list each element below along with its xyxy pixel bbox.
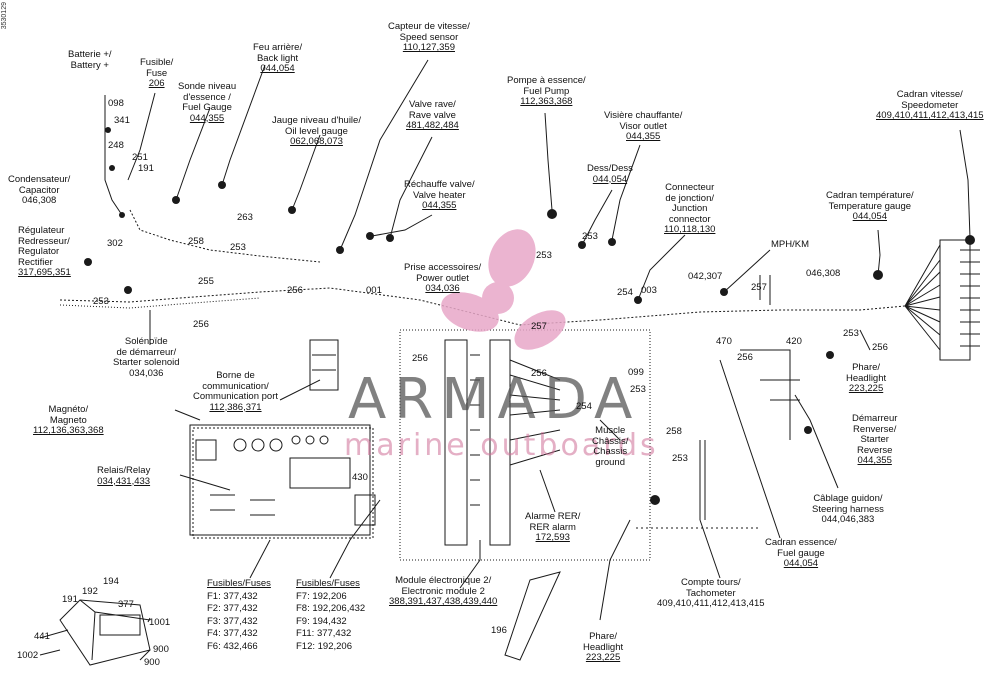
fuse-row: F7: 192,206: [296, 590, 347, 602]
wire-number: 258: [188, 236, 204, 247]
wire-number: 253: [843, 328, 859, 339]
fuse-table-right: Fusibles/Fuses F7: 192,206 F8: 192,206,4…: [296, 578, 366, 652]
fuse-row: F2: 377,432: [207, 603, 258, 614]
battery-label: Batterie +/Battery +: [68, 49, 112, 71]
fuse-row: F9: 194,432: [296, 615, 347, 627]
fuse-table-left: Fusibles/Fuses F1: 377,432 F2: 377,432 F…: [207, 578, 271, 652]
brand-logo-icon: [441, 229, 566, 350]
fuse-row: F6: 432,466: [207, 640, 258, 652]
wire-number: 046,308: [806, 268, 841, 279]
wire-number: 420: [786, 336, 802, 347]
wire-number: 248: [108, 140, 124, 151]
fuse-row: F12: 192,206: [296, 640, 352, 652]
wire-number: 042,307: [688, 271, 723, 282]
wire-number: 098: [108, 98, 124, 109]
wire-number: 191: [138, 163, 154, 174]
mph-km-label: MPH/KM: [771, 239, 809, 250]
fuse-row: F1: 377,432: [207, 590, 258, 602]
wire-number: 900: [153, 644, 169, 655]
fuse-row: F4: 377,432: [207, 628, 258, 639]
wire-number: 191: [62, 594, 78, 605]
wire-number: 470: [716, 336, 732, 347]
brand-tagline: marine outboards: [344, 428, 659, 463]
wire-number: 258: [666, 426, 682, 437]
document-id: 3530129: [1, 2, 8, 30]
wire-number: 900: [144, 657, 160, 668]
wire-number: 1002: [17, 650, 39, 661]
brand-name: ARMADA: [348, 367, 641, 432]
wire-number: 441: [34, 631, 50, 642]
wire-number: 430: [352, 472, 368, 483]
wire-number: 1001: [149, 617, 171, 628]
wire-number: 255: [198, 276, 214, 287]
electronic-module-label: Module électronique 2/Electronic module …: [389, 575, 498, 607]
fuse-row: F3: 377,432: [207, 615, 258, 627]
wire-number: 003: [641, 285, 657, 296]
wire-number: 256: [531, 368, 547, 379]
wire-number: 257: [531, 321, 547, 332]
wire-number: 253: [630, 384, 646, 395]
wire-number: 341: [114, 115, 130, 126]
wire-number: 263: [237, 212, 253, 223]
wire-number: 256: [737, 352, 753, 363]
wire-number: 257: [751, 282, 767, 293]
wire-number: 256: [287, 285, 303, 296]
wire-number: 256: [872, 342, 888, 353]
fuse-row: F8: 192,206,432: [296, 603, 366, 614]
fuse-row: F11: 377,432: [296, 628, 352, 639]
wire-number: 253: [582, 231, 598, 242]
wire-number: 253: [230, 242, 246, 253]
wire-number: 302: [107, 238, 123, 249]
wire-number: 256: [412, 353, 428, 364]
wire-number: 251: [132, 152, 148, 163]
wire-number: 254: [576, 401, 592, 412]
wire-number: 196: [491, 625, 507, 636]
wire-number: 194: [103, 576, 119, 587]
wire-number: 253: [93, 296, 109, 307]
wire-number: 253: [672, 453, 688, 464]
wire-number: 099: [628, 367, 644, 378]
wire-number: 256: [193, 319, 209, 330]
wire-number: 254: [617, 287, 633, 298]
wire-number: 377: [118, 599, 134, 610]
wire-number: 253: [536, 250, 552, 261]
wire-number: 192: [82, 586, 98, 597]
wire-number: 001: [366, 285, 382, 296]
